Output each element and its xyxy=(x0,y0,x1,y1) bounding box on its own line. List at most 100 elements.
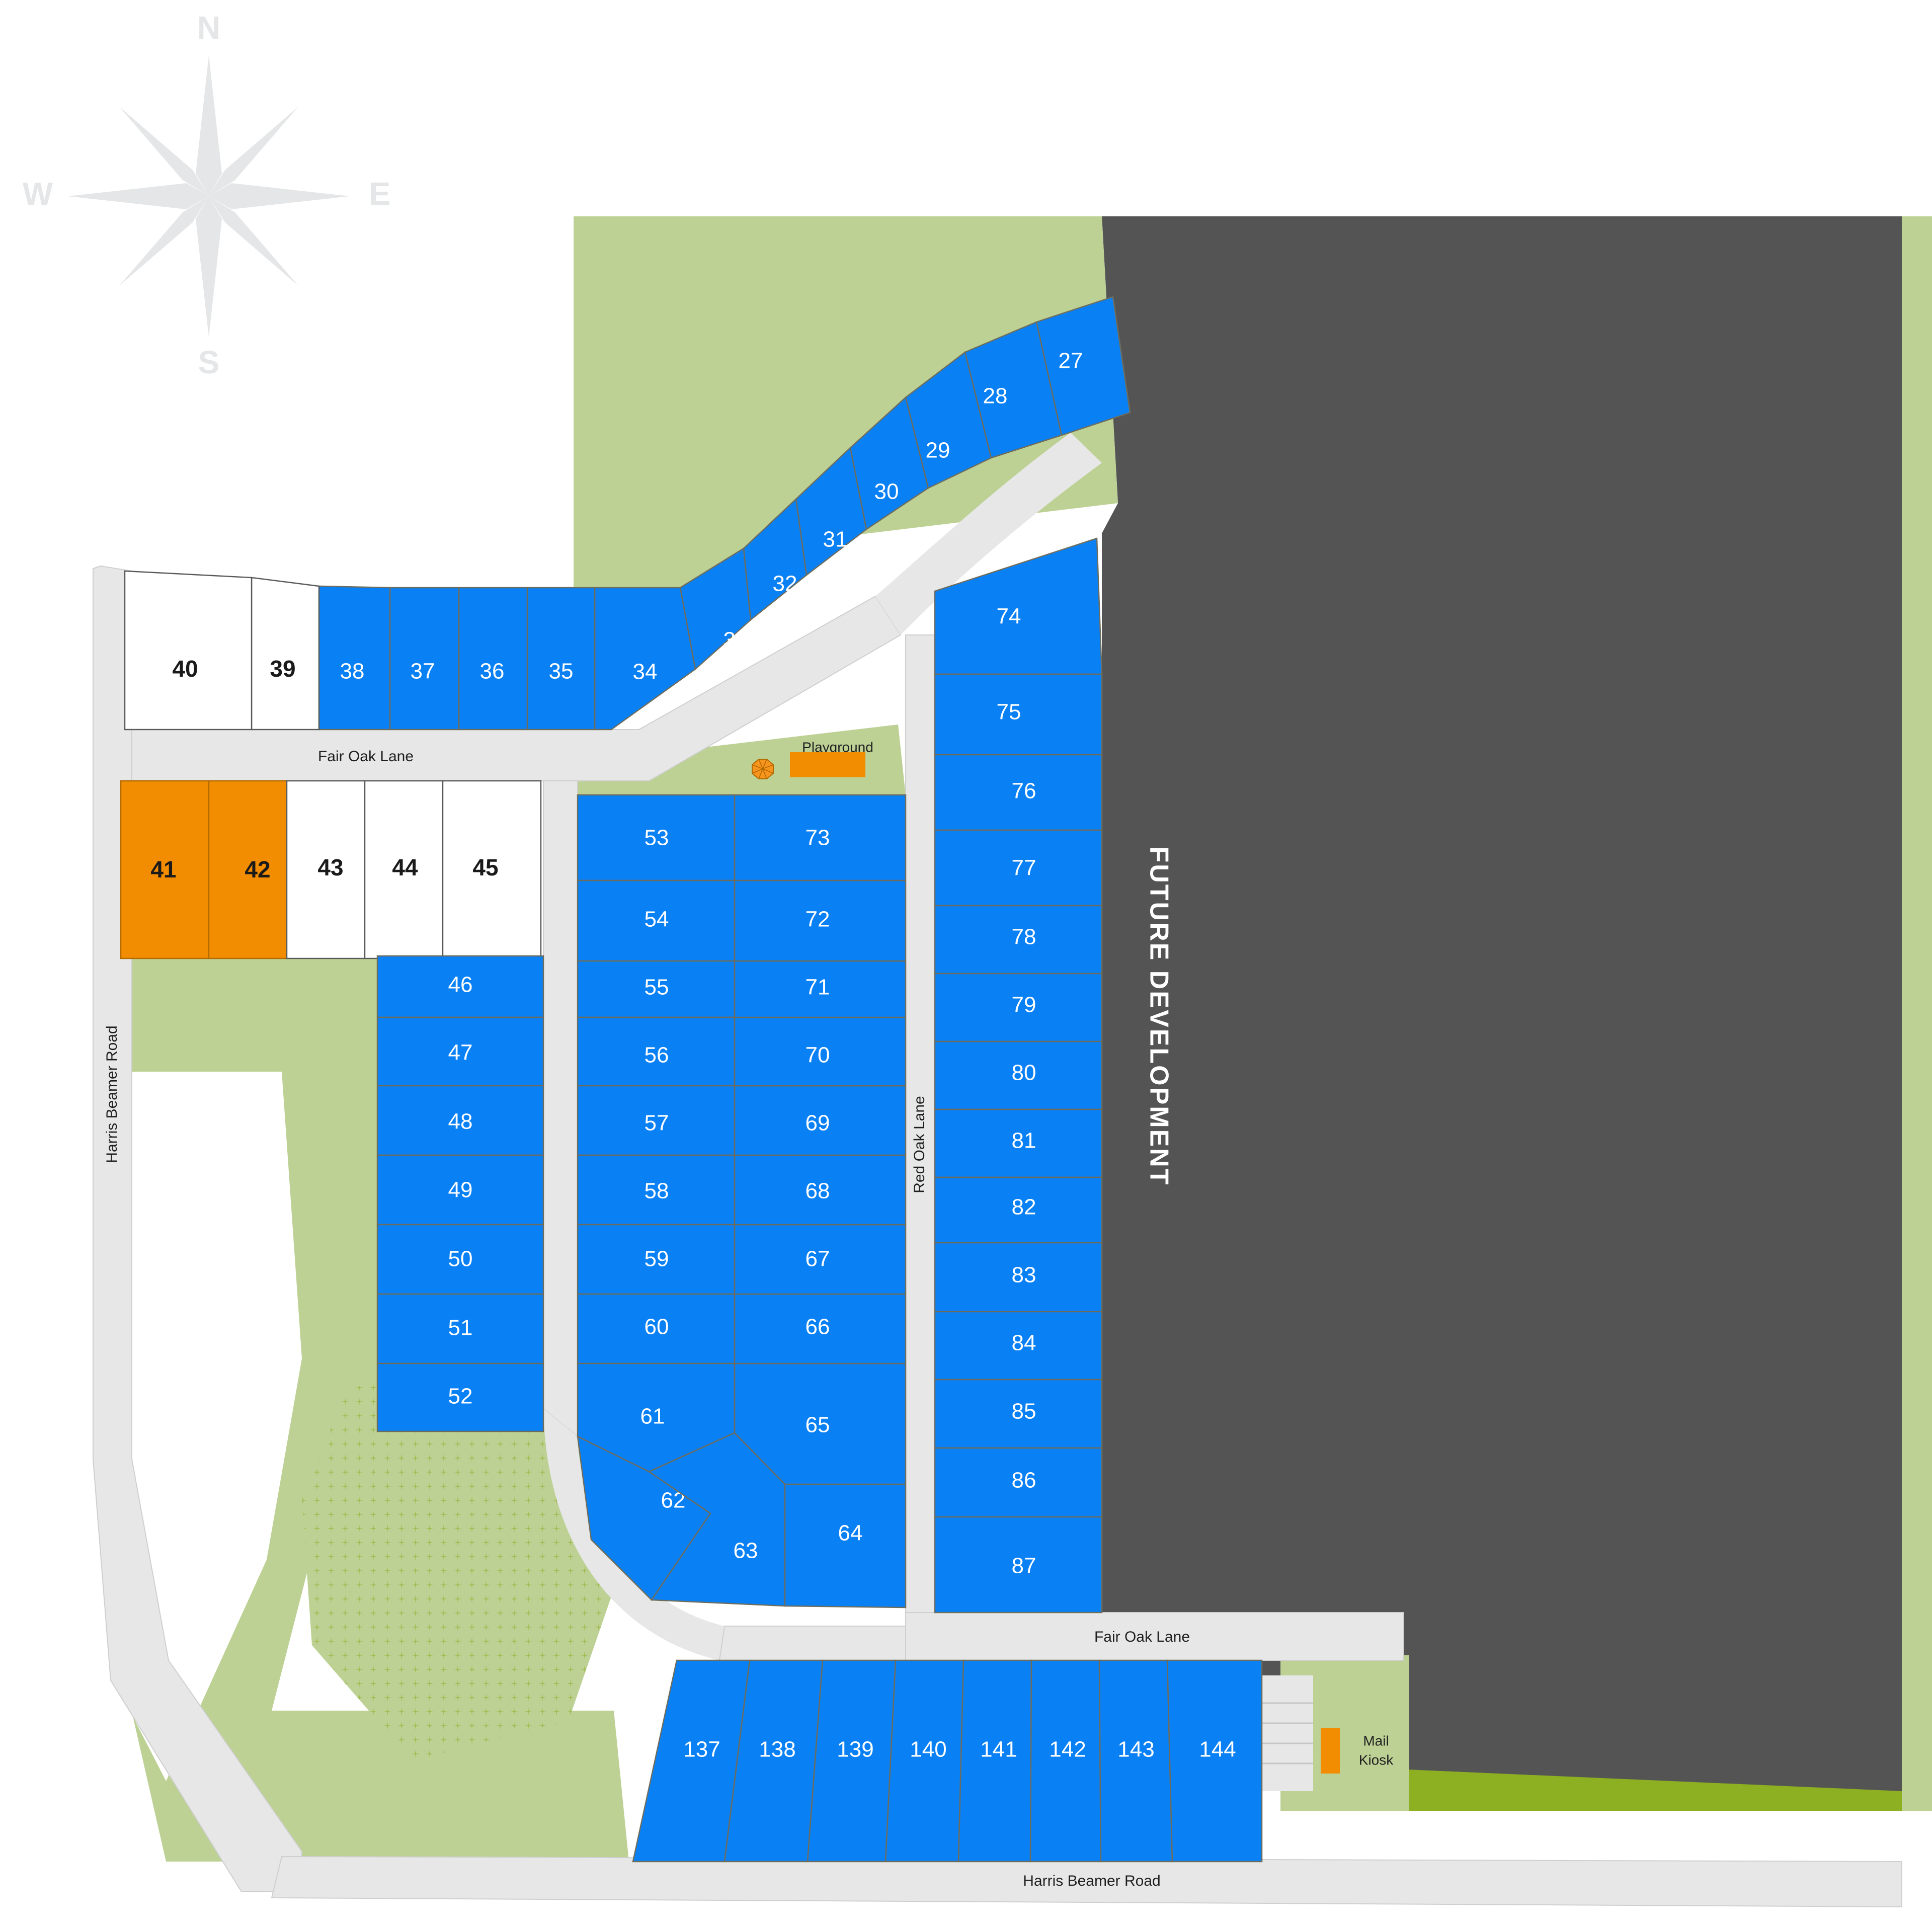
lot-55[interactable]: 55 xyxy=(577,960,736,1018)
lot-shape-39[interactable] xyxy=(251,577,320,731)
lot-53[interactable]: 53 xyxy=(577,794,736,881)
lot-72[interactable]: 72 xyxy=(734,879,907,962)
lot-84[interactable]: 84 xyxy=(934,1311,1103,1381)
mail-kiosk-amenity[interactable]: Mail Kiosk xyxy=(1321,1728,1394,1774)
lot-77[interactable]: 77 xyxy=(934,829,1103,907)
lot-number-76: 76 xyxy=(1012,779,1036,803)
lot-49[interactable]: 49 xyxy=(376,1154,544,1226)
lot-number-59: 59 xyxy=(645,1247,669,1271)
lot-36[interactable]: 36 xyxy=(458,587,528,731)
lot-64[interactable]: 64 xyxy=(784,1483,907,1608)
lot-shape-40[interactable] xyxy=(124,570,253,731)
lot-141[interactable]: 141 xyxy=(957,1659,1032,1863)
lot-54[interactable]: 54 xyxy=(577,879,736,962)
lot-46[interactable]: 46 xyxy=(376,955,544,1018)
lot-number-41: 41 xyxy=(150,856,176,882)
lot-86[interactable]: 86 xyxy=(934,1447,1103,1518)
lot-34[interactable]: 34 xyxy=(594,587,696,731)
lot-58[interactable]: 58 xyxy=(577,1154,736,1226)
lot-number-85: 85 xyxy=(1012,1399,1036,1424)
lot-41[interactable]: 41 xyxy=(120,780,210,959)
lot-number-87: 87 xyxy=(1012,1554,1036,1578)
lot-number-138: 138 xyxy=(759,1737,795,1762)
road-mail-kiosk-stub xyxy=(1258,1675,1313,1791)
lot-48[interactable]: 48 xyxy=(376,1085,544,1156)
lot-73[interactable]: 73 xyxy=(734,794,907,881)
lot-number-56: 56 xyxy=(645,1043,669,1068)
lot-shape-73[interactable] xyxy=(734,794,907,881)
lot-83[interactable]: 83 xyxy=(934,1242,1103,1313)
lot-shape-38[interactable] xyxy=(318,585,391,731)
lot-45[interactable]: 45 xyxy=(442,780,542,959)
lot-35[interactable]: 35 xyxy=(526,587,596,731)
lot-number-82: 82 xyxy=(1012,1195,1036,1220)
playground-amenity[interactable]: Playground xyxy=(752,739,873,779)
road-loop-west xyxy=(543,780,578,1438)
lot-shape-144[interactable] xyxy=(1166,1659,1263,1863)
lot-76[interactable]: 76 xyxy=(934,754,1103,831)
lot-shape-52[interactable] xyxy=(376,1362,544,1432)
lot-number-144: 144 xyxy=(1199,1737,1236,1762)
compass-label-north: N xyxy=(197,10,220,46)
lot-31[interactable]: 31 xyxy=(795,446,867,577)
lot-38[interactable]: 38 xyxy=(318,585,391,731)
road-fair-oak-lane-south xyxy=(905,1612,1404,1661)
lot-70[interactable]: 70 xyxy=(734,1016,907,1087)
lot-59[interactable]: 59 xyxy=(577,1224,736,1295)
lot-81[interactable]: 81 xyxy=(934,1108,1103,1178)
lot-44[interactable]: 44 xyxy=(364,780,444,959)
lot-39[interactable]: 39 xyxy=(251,577,320,731)
lot-43[interactable]: 43 xyxy=(286,780,366,959)
lot-shape-64[interactable] xyxy=(784,1483,907,1608)
lot-56[interactable]: 56 xyxy=(577,1016,736,1087)
lot-79[interactable]: 79 xyxy=(934,973,1103,1042)
lot-57[interactable]: 57 xyxy=(577,1085,736,1156)
lot-number-48: 48 xyxy=(448,1109,473,1134)
lot-33[interactable]: 33 xyxy=(679,547,752,671)
lot-number-45: 45 xyxy=(472,854,498,880)
lot-number-67: 67 xyxy=(806,1247,830,1271)
lot-52[interactable]: 52 xyxy=(376,1362,544,1432)
lot-67[interactable]: 67 xyxy=(734,1224,907,1295)
greenspace-north xyxy=(574,216,1118,588)
lot-51[interactable]: 51 xyxy=(376,1293,544,1364)
lot-shape-87[interactable] xyxy=(934,1516,1103,1614)
lot-75[interactable]: 75 xyxy=(934,673,1103,756)
lot-74[interactable]: 74 xyxy=(934,537,1103,675)
lot-60[interactable]: 60 xyxy=(577,1293,736,1364)
lot-40[interactable]: 40 xyxy=(124,570,253,731)
lot-142[interactable]: 142 xyxy=(1029,1659,1102,1863)
lot-50[interactable]: 50 xyxy=(376,1224,544,1295)
lot-143[interactable]: 143 xyxy=(1098,1659,1173,1863)
lot-66[interactable]: 66 xyxy=(734,1293,907,1364)
compass-rose: N S W E xyxy=(23,10,391,380)
lot-80[interactable]: 80 xyxy=(934,1040,1103,1110)
lot-61[interactable]: 61 xyxy=(577,1362,736,1473)
lot-47[interactable]: 47 xyxy=(376,1016,544,1087)
lot-87[interactable]: 87 xyxy=(934,1516,1103,1614)
future-development-label: FUTURE DEVELOPMENT xyxy=(1144,846,1173,1186)
lot-30[interactable]: 30 xyxy=(849,396,929,531)
lot-144[interactable]: 144 xyxy=(1166,1659,1263,1863)
lot-139[interactable]: 139 xyxy=(807,1659,897,1863)
lot-28[interactable]: 28 xyxy=(964,321,1063,459)
lot-137[interactable]: 137 xyxy=(632,1659,751,1863)
lot-68[interactable]: 68 xyxy=(734,1154,907,1226)
lot-140[interactable]: 140 xyxy=(884,1659,964,1863)
lot-32[interactable]: 32 xyxy=(743,498,808,621)
lot-69[interactable]: 69 xyxy=(734,1085,907,1156)
road-label-harris-beamer-south: Harris Beamer Road xyxy=(1023,1873,1160,1889)
lot-82[interactable]: 82 xyxy=(934,1176,1103,1244)
lot-37[interactable]: 37 xyxy=(389,587,460,731)
wooded-area xyxy=(302,1358,619,1761)
lot-138[interactable]: 138 xyxy=(723,1659,824,1863)
lot-42[interactable]: 42 xyxy=(208,780,288,959)
lot-number-80: 80 xyxy=(1012,1061,1036,1085)
lot-85[interactable]: 85 xyxy=(934,1379,1103,1449)
lot-number-140: 140 xyxy=(910,1737,946,1762)
lot-62[interactable]: 62 xyxy=(577,1435,711,1601)
lot-71[interactable]: 71 xyxy=(734,960,907,1018)
lot-78[interactable]: 78 xyxy=(934,905,1103,975)
lot-number-46: 46 xyxy=(448,973,473,997)
